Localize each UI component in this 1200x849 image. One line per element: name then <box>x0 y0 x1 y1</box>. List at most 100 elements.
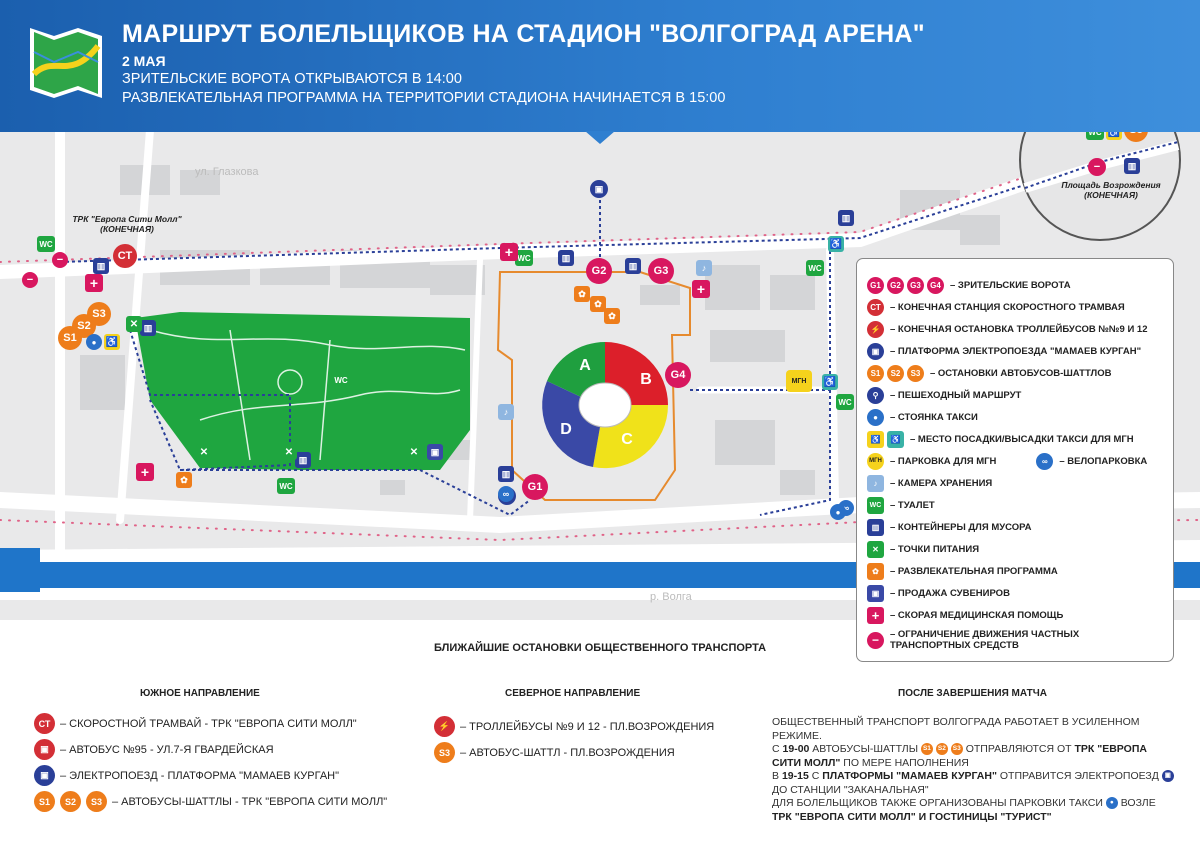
trolleybus-icon: ⚡ <box>434 716 455 737</box>
legend-row: ⚡ – КОНЕЧНАЯ ОСТАНОВКА ТРОЛЛЕЙБУСОВ №№9 … <box>857 319 1175 339</box>
gate-g2[interactable]: G2 <box>586 258 612 284</box>
sector-a-label: A <box>579 357 591 374</box>
accessible-icon: ♿ <box>828 236 844 252</box>
legend-text: – ПРОДАЖА СУВЕНИРОВ <box>890 587 1010 599</box>
legend-row-gates: G1 G2 G3 G4 – ЗРИТЕЛЬСКИЕ ВОРОТА <box>857 275 1175 295</box>
shuttle-s3[interactable]: S3 <box>87 302 111 326</box>
wc-icon: WC <box>37 236 55 252</box>
south-item-text: – АВТОБУС №95 - УЛ.7-Я ГВАРДЕЙСКАЯ <box>60 743 274 756</box>
shuttle-icon: S2 <box>887 364 904 382</box>
wc-icon: WC <box>867 496 884 514</box>
program-start-time: РАЗВЛЕКАТЕЛЬНАЯ ПРОГРАММА НА ТЕРРИТОРИИ … <box>122 90 726 106</box>
legend-row: ▣ – ПЛАТФОРМА ЭЛЕКТРОПОЕЗДА "МАМАЕВ КУРГ… <box>857 341 1175 361</box>
trash-icon: ▥ <box>93 258 109 274</box>
legend-row: МГН – ПАРКОВКА ДЛЯ МГН ∞ – ВЕЛОПАРКОВКА <box>857 451 1175 471</box>
after-p3: В 19-15 С ПЛАТФОРМЫ "МАМАЕВ КУРГАН" ОТПР… <box>772 770 1176 797</box>
wc-icon: WC <box>836 394 854 410</box>
no-entry-icon: − <box>52 252 68 268</box>
legend-text: – РАЗВЛЕКАТЕЛЬНАЯ ПРОГРАММА <box>890 565 1058 577</box>
accessible-icon: ♿ <box>887 430 904 448</box>
svg-text:р. Волга: р. Волга <box>650 591 693 603</box>
mgn-parking-icon: МГН <box>867 452 884 470</box>
svg-text:ул. Глазкова: ул. Глазкова <box>195 166 259 178</box>
medical-icon: + <box>692 280 710 298</box>
sector-c-label: C <box>621 431 633 448</box>
trash-icon: ▥ <box>558 250 574 266</box>
south-item: СТ – СКОРОСТНОЙ ТРАМВАЙ - ТРК "ЕВРОПА СИ… <box>34 713 357 734</box>
shuttle-icon: S1 <box>867 364 884 382</box>
legend-text: – ПАРКОВКА ДЛЯ МГН <box>890 455 997 467</box>
header-banner: МАРШРУТ БОЛЕЛЬЩИКОВ НА СТАДИОН "ВОЛГОГРА… <box>0 0 1200 132</box>
food-icon: ✕ <box>126 316 142 332</box>
legend-row: ● – СТОЯНКА ТАКСИ <box>857 407 1175 427</box>
legend-text: – ОГРАНИЧЕНИЕ ДВИЖЕНИЯ ЧАСТНЫХ ТРАНСПОРТ… <box>890 629 1080 651</box>
header-notch <box>585 131 615 144</box>
legend-row: ▥ – КОНТЕЙНЕРЫ ДЛЯ МУСОРА <box>857 517 1175 537</box>
legend-row: WC – ТУАЛЕТ <box>857 495 1175 515</box>
trash-icon: ▥ <box>140 320 156 336</box>
map-legend: G1 G2 G3 G4 – ЗРИТЕЛЬСКИЕ ВОРОТА СТ – КО… <box>856 258 1174 662</box>
south-item-text: – АВТОБУСЫ-ШАТТЛЫ - ТРК "ЕВРОПА СИТИ МОЛ… <box>112 795 388 808</box>
legend-text: – КОНЕЧНАЯ СТАНЦИЯ СКОРОСТНОГО ТРАМВАЯ <box>890 301 1125 313</box>
taxi-icon: ● <box>830 504 846 520</box>
wc-icon: WC <box>277 478 295 494</box>
stadium-sectors <box>542 342 669 469</box>
trash-icon: ▥ <box>625 258 641 274</box>
food-icon: ✕ <box>196 444 212 460</box>
gate-g3[interactable]: G3 <box>648 258 674 284</box>
legend-row: S1 S2 S3 – ОСТАНОВКИ АВТОБУСОВ-ШАТТЛОВ <box>857 363 1175 383</box>
trash-icon: ▥ <box>838 210 854 226</box>
no-entry-icon: − <box>1088 158 1106 176</box>
after-time: 19-15 <box>781 770 809 782</box>
after-p2: С 19-00 АВТОБУСЫ-ШАТТЛЫ S1 S2 S3 ОТПРАВЛ… <box>772 743 1176 770</box>
after-place: ПЛАТФОРМЫ "МАМАЕВ КУРГАН" <box>822 770 997 782</box>
food-icon: ✕ <box>867 540 884 558</box>
walking-route-icon: ⚲ <box>867 386 884 404</box>
medical-icon: + <box>867 606 884 624</box>
accessible-icon: ♿ <box>822 374 838 390</box>
legend-text: – ЗРИТЕЛЬСКИЕ ВОРОТА <box>950 279 1071 291</box>
after-p1: ОБЩЕСТВЕННЫЙ ТРАНСПОРТ ВОЛГОГРАДА РАБОТА… <box>772 716 1140 742</box>
legend-text: – ТОЧКИ ПИТАНИЯ <box>890 543 980 555</box>
legend-row: СТ – КОНЕЧНАЯ СТАНЦИЯ СКОРОСТНОГО ТРАМВА… <box>857 297 1175 317</box>
gate-g1[interactable]: G1 <box>522 474 548 500</box>
square-name: Площадь Возрождения <box>1061 180 1161 190</box>
taxi-icon: ● <box>1105 797 1118 810</box>
south-title: ЮЖНОЕ НАПРАВЛЕНИЕ <box>140 688 260 699</box>
entertainment-icon: ✿ <box>176 472 192 488</box>
legend-row: ▣ – ПРОДАЖА СУВЕНИРОВ <box>857 583 1175 603</box>
after-text: С <box>811 770 820 782</box>
tram-terminal-icon: СТ <box>34 713 55 734</box>
after-title: ПОСЛЕ ЗАВЕРШЕНИЯ МАТЧА <box>898 688 1047 699</box>
after-text: ПО МЕРЕ НАПОЛНЕНИЯ <box>843 756 969 769</box>
entertainment-icon: ✿ <box>604 308 620 324</box>
legend-row: − – ОГРАНИЧЕНИЕ ДВИЖЕНИЯ ЧАСТНЫХ ТРАНСПО… <box>857 627 1175 653</box>
after-text: АВТОБУСЫ-ШАТТЛЫ <box>812 743 918 755</box>
gate-g4[interactable]: G4 <box>665 362 691 388</box>
shuttle-icons: S1 S2 S3 <box>857 364 924 382</box>
sector-b-label: B <box>640 371 652 388</box>
legend-text: – ОСТАНОВКИ АВТОБУСОВ-ШАТТЛОВ <box>930 367 1112 379</box>
shuttle-icon: S3 <box>907 364 924 382</box>
medical-icon: + <box>500 243 518 261</box>
page-title: МАРШРУТ БОЛЕЛЬЩИКОВ НА СТАДИОН "ВОЛГОГРА… <box>122 20 925 48</box>
volgograd-region-logo <box>30 28 102 98</box>
sector-d-label: D <box>560 421 572 438</box>
after-place: ТРК <box>772 810 792 823</box>
medical-icon: + <box>136 463 154 481</box>
luggage-icon: ♪ <box>867 474 884 492</box>
after-text: ДО СТАНЦИИ "ЗАКАНАЛЬНАЯ" <box>772 783 929 796</box>
legend-text: – КОНЕЧНАЯ ОСТАНОВКА ТРОЛЛЕЙБУСОВ №№9 И … <box>890 323 1148 335</box>
train-icon: ▣ <box>590 180 608 198</box>
south-item-text: – ЭЛЕКТРОПОЕЗД - ПЛАТФОРМА "МАМАЕВ КУРГА… <box>60 769 340 782</box>
mgn-parking-icon: МГН <box>786 370 812 392</box>
legend-text: – СКОРАЯ МЕДИЦИНСКАЯ ПОМОЩЬ <box>890 609 1064 621</box>
legend-text: – ТУАЛЕТ <box>890 499 935 511</box>
gate-icon: G1 <box>867 276 884 294</box>
after-place: ТРК "ЕВРОПА СИТИ МОЛЛ" <box>772 743 1147 769</box>
shuttle-icon: S2 <box>935 743 948 756</box>
bike-icon: ∞ <box>1036 452 1054 470</box>
after-text: ВОЗЛЕ <box>1120 797 1156 809</box>
gate-icon: G2 <box>887 276 904 294</box>
square-label: Площадь Возрождения (КОНЕЧНАЯ) <box>1056 180 1166 200</box>
